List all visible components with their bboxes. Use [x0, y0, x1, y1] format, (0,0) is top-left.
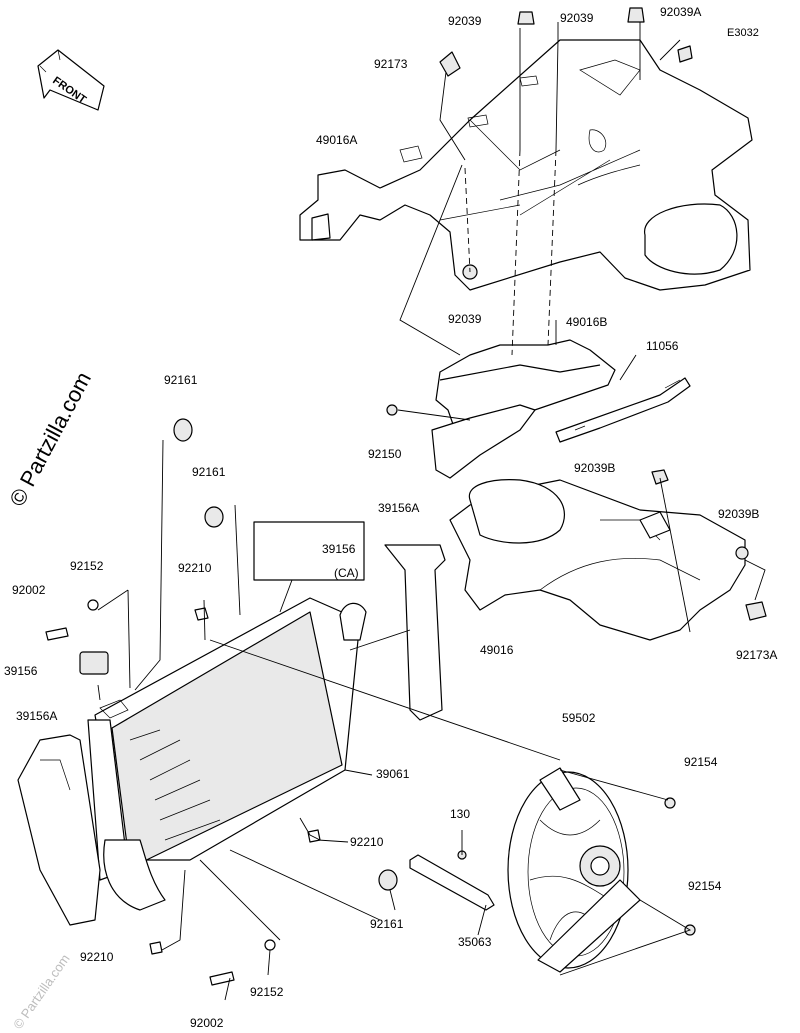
part-label: 130 — [450, 807, 470, 821]
reference-code: E3032 — [727, 27, 759, 39]
part-label: 92039 — [448, 312, 482, 326]
side-cover-39156a-right — [384, 544, 446, 721]
part-label: 39156A — [16, 709, 57, 723]
stay-35063 — [409, 854, 495, 911]
part-label: 92173 — [374, 57, 408, 71]
corner-watermark: © Partzilla.com — [10, 951, 73, 1031]
part-label: 92161 — [370, 917, 404, 931]
part-label: 92210 — [178, 561, 212, 575]
part-label: 92210 — [80, 950, 114, 964]
part-label: 92154 — [688, 879, 722, 893]
part-label: 92152 — [70, 559, 104, 573]
part-label: 11056 — [646, 339, 679, 353]
leader-lines — [97, 22, 766, 1001]
front-arrow-icon: FRONT — [37, 49, 105, 111]
part-label: 92154 — [684, 755, 718, 769]
part-label: 92039B — [718, 507, 759, 521]
part-label: 92002 — [12, 583, 46, 597]
part-label: 49016B — [566, 315, 607, 329]
side-cover-39156a-left — [17, 734, 101, 926]
part-label: 92173A — [736, 648, 777, 662]
part-label: 92002 — [190, 1016, 224, 1030]
part-label: 92039 — [560, 11, 594, 25]
part-label: 92161 — [192, 465, 226, 479]
part-label: 92150 — [368, 447, 402, 461]
fan-59502 — [507, 767, 641, 973]
part-label: 35063 — [458, 935, 492, 949]
cover-49016 — [449, 479, 746, 641]
part-label: 92039B — [574, 461, 615, 475]
pad-39156-ca-frame — [253, 521, 365, 581]
part-label: 49016 — [480, 643, 514, 657]
part-label: 92039A — [660, 5, 701, 19]
part-label: 49016A — [316, 133, 357, 147]
part-label: 92210 — [350, 835, 384, 849]
pad-39156 — [79, 651, 109, 675]
part-label: 39156A — [378, 501, 419, 515]
part-label: (CA) — [334, 566, 359, 580]
bracket-11056 — [555, 377, 691, 443]
part-label: 39156 — [4, 664, 38, 678]
part-labels: 92039 92039 92039A 92173 49016A 92039 49… — [4, 5, 777, 1030]
radiator-39061 — [87, 597, 367, 911]
part-label: 92039 — [448, 14, 482, 28]
part-label: 92152 — [250, 985, 284, 999]
part-label: 59502 — [562, 711, 596, 725]
part-label: 39061 — [376, 767, 410, 781]
part-label: 92161 — [164, 373, 198, 387]
side-watermark: © Partzilla.com — [4, 368, 96, 511]
cover-49016a — [299, 39, 753, 291]
part-label: 39156 — [322, 542, 356, 556]
fasteners — [45, 7, 767, 986]
bracket-49016b — [431, 339, 616, 479]
